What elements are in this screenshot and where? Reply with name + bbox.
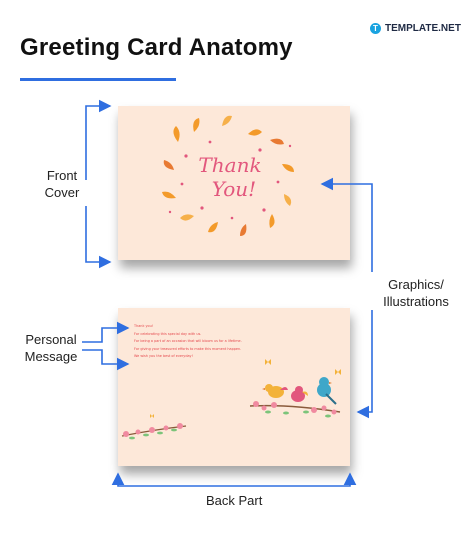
thank-text: Thank xyxy=(198,153,261,177)
personal-arrow-top xyxy=(82,321,130,343)
back-part-card: Thank you! For celebrating this special … xyxy=(118,308,350,466)
personal-message-label: Personal Message xyxy=(24,332,78,364)
bird-yellow-icon xyxy=(262,384,288,398)
back-part-arrow-left xyxy=(111,472,236,487)
template-logo-icon: T xyxy=(370,23,381,34)
bird-blue-icon xyxy=(317,377,337,405)
butterfly-icon xyxy=(265,359,341,375)
graphics-illustrations-label: Graphics/ Illustrations xyxy=(383,277,449,309)
back-part-label: Back Part xyxy=(206,493,263,508)
back-part-arrow-right xyxy=(236,472,357,487)
title-underline xyxy=(20,78,176,81)
brand-logo: T TEMPLATE.NET xyxy=(370,23,461,34)
confetti-dots xyxy=(168,140,292,220)
back-illustrations xyxy=(121,359,341,440)
graphics-arrow-top xyxy=(320,177,373,272)
front-cover-card: Thank You! xyxy=(118,106,350,260)
brand-name: TEMPLATE.NET xyxy=(385,23,461,34)
personal-arrow-bottom xyxy=(82,349,130,371)
message-line: For celebrating this special day with us… xyxy=(134,331,202,336)
personal-message-block: Thank you! For celebrating this special … xyxy=(134,324,259,362)
front-cover-arrow-bottom xyxy=(85,206,112,269)
front-cover-label: Front Cover xyxy=(44,168,80,200)
graphics-arrow-bottom xyxy=(356,310,373,419)
petal-ring xyxy=(162,115,294,236)
bird-branch-illustration xyxy=(249,359,341,418)
bird-red-icon xyxy=(291,386,308,402)
message-line: Thank you! xyxy=(134,324,154,328)
message-line: For giving your treasured efforts to mak… xyxy=(134,346,242,351)
floral-sprig-illustration xyxy=(121,414,187,440)
front-cover-illustration: Thank You! xyxy=(162,115,294,236)
page-title: Greeting Card Anatomy xyxy=(20,34,293,61)
message-line: For being a part of an occasion that wil… xyxy=(134,339,242,343)
front-cover-arrow-top xyxy=(85,99,112,180)
you-text: You! xyxy=(212,177,256,201)
message-line: We wish you the best of everyday! xyxy=(134,354,193,358)
